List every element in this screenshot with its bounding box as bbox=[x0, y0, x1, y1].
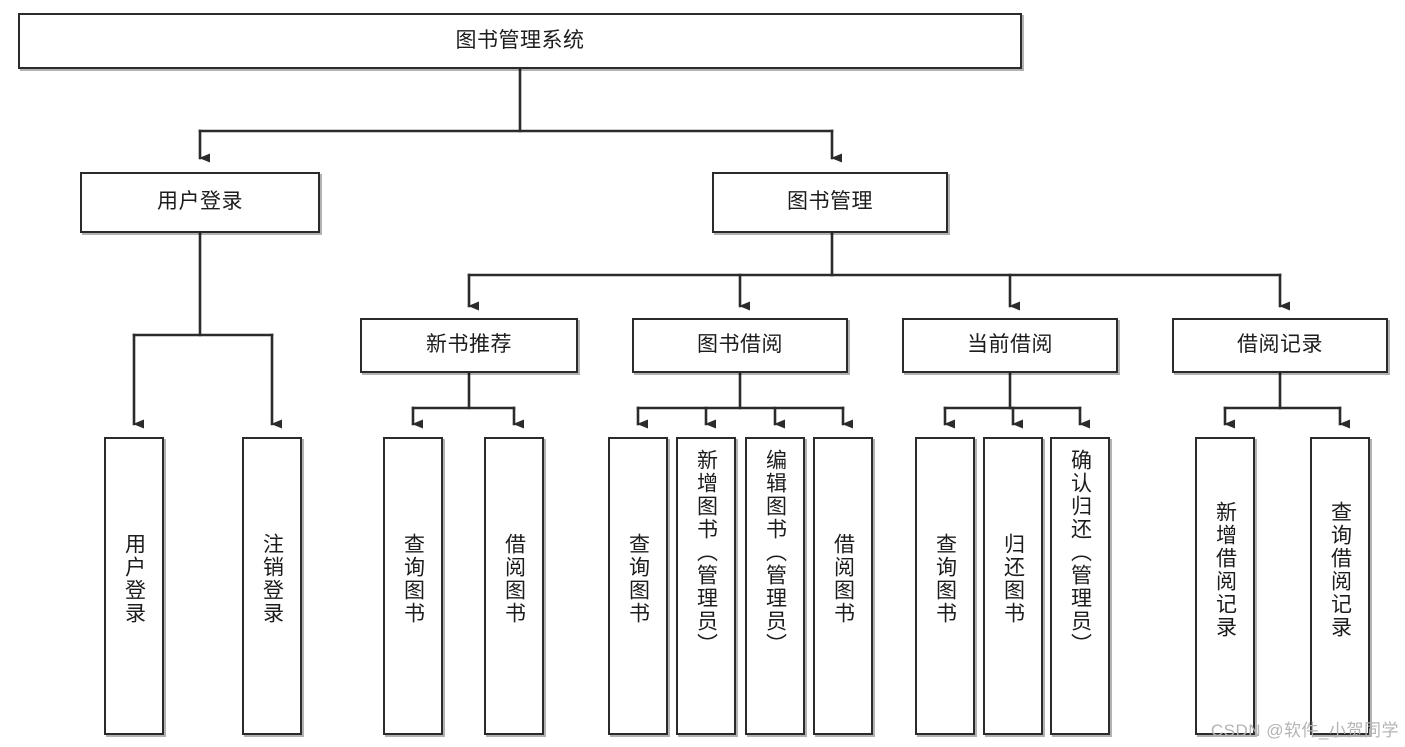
node-label: 新书推荐 bbox=[426, 333, 512, 357]
node-label: 新增图书（管理员） bbox=[694, 449, 718, 656]
node-new-book-recommend[interactable]: 新书推荐 bbox=[360, 318, 578, 373]
leaf-borrow-book[interactable]: 借阅图书 bbox=[813, 437, 873, 735]
leaf-return-book[interactable]: 归还图书 bbox=[983, 437, 1043, 735]
node-label: 查询图书 bbox=[933, 533, 957, 625]
node-label: 图书管理 bbox=[787, 190, 873, 214]
node-label: 借阅记录 bbox=[1237, 333, 1323, 357]
leaf-add-book-admin[interactable]: 新增图书（管理员） bbox=[676, 437, 736, 735]
leaf-user-login[interactable]: 用户登录 bbox=[104, 437, 164, 735]
csdn-watermark: CSDN @软件_小贺同学 bbox=[1210, 721, 1399, 740]
node-label: 注销登录 bbox=[260, 533, 284, 625]
leaf-query-book-current[interactable]: 查询图书 bbox=[915, 437, 975, 735]
leaf-edit-book-admin[interactable]: 编辑图书（管理员） bbox=[745, 437, 805, 735]
node-book-management[interactable]: 图书管理 bbox=[712, 172, 948, 233]
node-label: 当前借阅 bbox=[967, 333, 1053, 357]
leaf-confirm-return-admin[interactable]: 确认归还（管理员） bbox=[1050, 437, 1110, 735]
node-label: 确认归还（管理员） bbox=[1068, 449, 1092, 656]
leaf-logout-login[interactable]: 注销登录 bbox=[242, 437, 302, 735]
node-root-book-management-system[interactable]: 图书管理系统 bbox=[18, 13, 1022, 69]
node-label: 用户登录 bbox=[122, 533, 146, 625]
node-label: 查询图书 bbox=[401, 533, 425, 625]
leaf-add-borrow-record[interactable]: 新增借阅记录 bbox=[1195, 437, 1255, 735]
node-label: 用户登录 bbox=[157, 190, 243, 214]
node-label: 归还图书 bbox=[1001, 533, 1025, 625]
node-label: 图书借阅 bbox=[697, 333, 783, 357]
node-user-login[interactable]: 用户登录 bbox=[80, 172, 320, 233]
node-label: 查询借阅记录 bbox=[1328, 501, 1352, 639]
node-label: 借阅图书 bbox=[502, 533, 526, 625]
node-label: 图书管理系统 bbox=[455, 28, 585, 52]
leaf-query-book-borrow[interactable]: 查询图书 bbox=[608, 437, 668, 735]
node-label: 编辑图书（管理员） bbox=[763, 449, 787, 656]
node-label: 查询图书 bbox=[626, 533, 650, 625]
node-label: 借阅图书 bbox=[831, 533, 855, 625]
leaf-borrow-book-recommend[interactable]: 借阅图书 bbox=[484, 437, 544, 735]
leaf-query-borrow-record[interactable]: 查询借阅记录 bbox=[1310, 437, 1370, 735]
node-borrow-record[interactable]: 借阅记录 bbox=[1172, 318, 1388, 373]
node-current-borrow[interactable]: 当前借阅 bbox=[902, 318, 1118, 373]
node-book-borrow[interactable]: 图书借阅 bbox=[632, 318, 848, 373]
leaf-query-book-recommend[interactable]: 查询图书 bbox=[383, 437, 443, 735]
node-label: 新增借阅记录 bbox=[1213, 501, 1237, 639]
